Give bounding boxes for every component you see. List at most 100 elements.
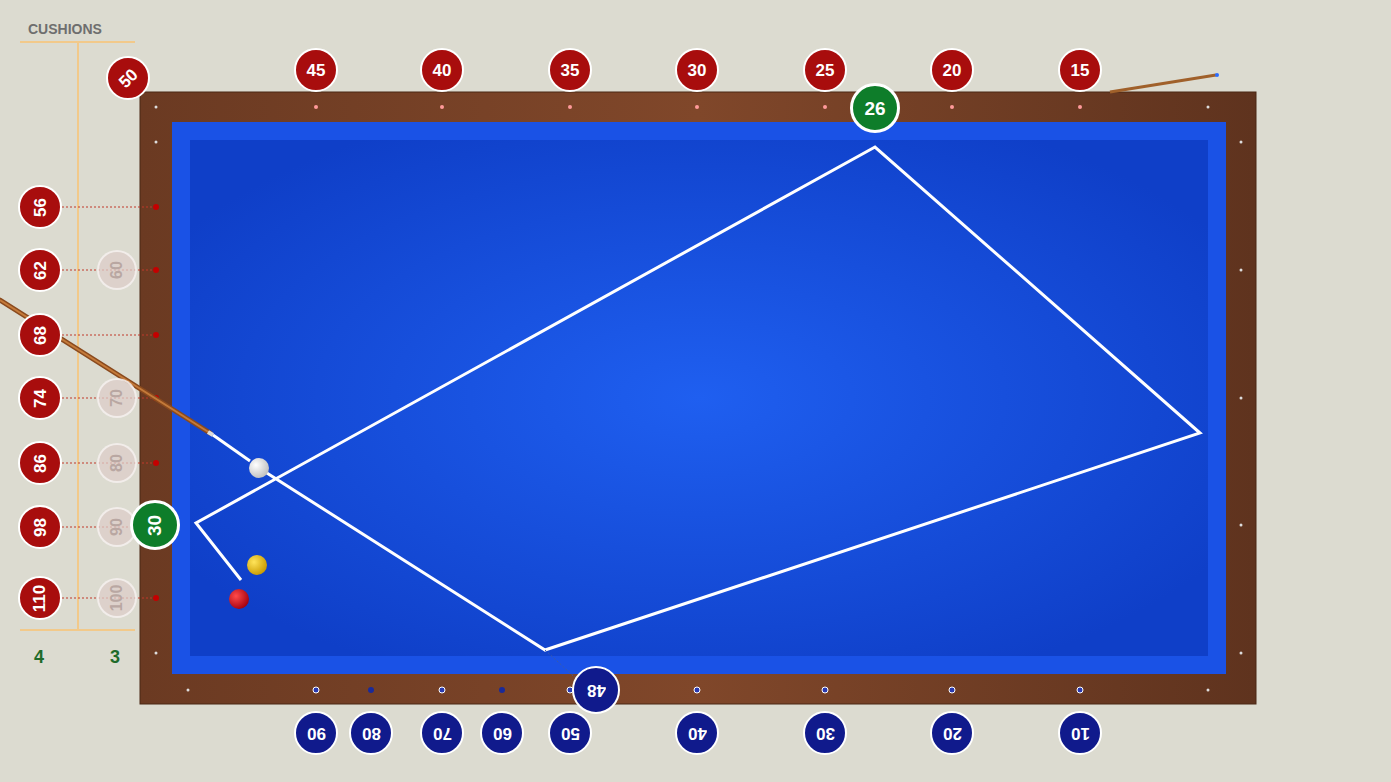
number-text: 40 [433, 62, 452, 79]
number-text: 80 [362, 725, 381, 742]
rail-diamond [313, 687, 319, 693]
start-number: 80 [349, 711, 393, 755]
bracket-line [20, 629, 135, 631]
cushion-number: 98 [18, 505, 62, 549]
number-text: 62 [31, 261, 48, 280]
cushion-number: 25 [803, 48, 847, 92]
number-text: 20 [943, 62, 962, 79]
number-text: 68 [31, 326, 48, 345]
number-text: 74 [31, 389, 48, 408]
start-number: 40 [675, 711, 719, 755]
number-text: 56 [31, 198, 48, 217]
number-text: 98 [31, 518, 48, 537]
rail-diamond [153, 267, 159, 273]
rail-diamond [314, 105, 318, 109]
rail-diamond [368, 687, 374, 693]
start-number: 48 [572, 666, 620, 714]
rail-diamond [155, 141, 158, 144]
rail-diamond [950, 105, 954, 109]
start-number: 50 [548, 711, 592, 755]
cushion-number: 15 [1058, 48, 1102, 92]
cushion-number: 50 [106, 56, 150, 100]
cushion-number: 35 [548, 48, 592, 92]
cue-stick [0, 300, 210, 433]
number-text: 48 [587, 682, 606, 699]
cue-stick [0, 300, 210, 433]
rail-diamond [155, 652, 158, 655]
start-number: 60 [480, 711, 524, 755]
faded-number: 100 [97, 578, 137, 618]
guide-dash [62, 335, 152, 336]
faded-number: 60 [97, 250, 137, 290]
cue-tip [208, 432, 213, 435]
rail-diamond [694, 687, 700, 693]
rail-diamond [439, 687, 445, 693]
number-text: 30 [816, 725, 835, 742]
number-text: 26 [864, 99, 885, 118]
rail-diamond [1240, 524, 1243, 527]
column-number: 3 [110, 648, 120, 666]
rail-diamond [949, 687, 955, 693]
cue-stick [1110, 75, 1216, 92]
table-rail [140, 92, 1256, 704]
rail-diamond [1207, 689, 1210, 692]
number-text: 25 [816, 62, 835, 79]
number-text: 35 [561, 62, 580, 79]
cushion-number: 68 [18, 313, 62, 357]
cushion-number: 56 [18, 185, 62, 229]
cushion-number: 45 [294, 48, 338, 92]
number-text: 10 [1071, 725, 1090, 742]
number-text: 50 [115, 65, 140, 90]
faded-number: 70 [97, 378, 137, 418]
start-number: 10 [1058, 711, 1102, 755]
rail-diamond [153, 595, 159, 601]
rail-diamond [695, 105, 699, 109]
rail-diamond [1078, 105, 1082, 109]
rail-diamond [1240, 397, 1243, 400]
rail-diamond [153, 460, 159, 466]
start-number: 20 [930, 711, 974, 755]
cue-ball [249, 458, 269, 478]
hit-point-number: 30 [130, 500, 180, 550]
number-text: 40 [688, 725, 707, 742]
faded-number: 80 [97, 443, 137, 483]
rail-diamond [1240, 652, 1243, 655]
rail-diamond [1077, 687, 1083, 693]
number-text: 20 [943, 725, 962, 742]
number-text: 80 [109, 454, 125, 472]
number-text: 70 [433, 725, 452, 742]
number-text: 86 [31, 454, 48, 473]
bracket-line [77, 42, 79, 630]
number-text: 110 [32, 584, 49, 611]
number-text: 90 [307, 725, 326, 742]
rail-diamond [823, 105, 827, 109]
rail-diamond [1240, 269, 1243, 272]
column-number: 4 [34, 648, 44, 666]
ball-path [196, 147, 1200, 650]
rail-diamond [153, 204, 159, 210]
cushion-number: 20 [930, 48, 974, 92]
cushion-number: 86 [18, 441, 62, 485]
rail-diamond [155, 106, 158, 109]
start-number: 70 [420, 711, 464, 755]
rail-diamond [1240, 141, 1243, 144]
cushion-number: 62 [18, 248, 62, 292]
cushion [172, 122, 1226, 674]
rail-diamond [568, 105, 572, 109]
rail-diamond [187, 689, 190, 692]
number-text: 100 [109, 585, 125, 612]
cushion-number: 110 [18, 576, 62, 620]
start-number: 30 [803, 711, 847, 755]
number-text: 60 [493, 725, 512, 742]
aim-line [213, 435, 250, 461]
section-heading: CUSHIONS [28, 22, 102, 36]
cloth [190, 140, 1208, 656]
rail-diamond [1207, 106, 1210, 109]
rail-diamonds [153, 105, 1243, 693]
number-text: 70 [109, 389, 125, 407]
hit-point-number: 26 [850, 83, 900, 133]
cushion-number: 74 [18, 376, 62, 420]
number-text: 30 [688, 62, 707, 79]
yellow-ball [247, 555, 267, 575]
